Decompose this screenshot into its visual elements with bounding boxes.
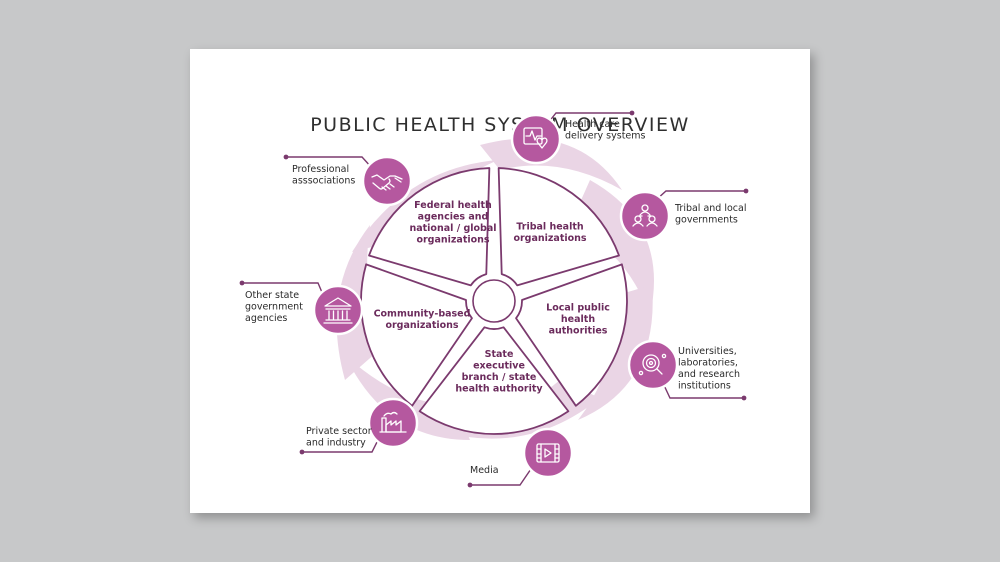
sector-label: Local public: [546, 303, 610, 314]
sector-tribal: [497, 167, 620, 287]
sector-label: branch / state: [462, 372, 537, 383]
stakeholder-label: Universities,: [678, 346, 737, 357]
sector-federal: [368, 167, 491, 287]
stakeholder-label: asssociations: [292, 176, 355, 187]
stakeholder-label: Health care: [565, 119, 620, 130]
sector-label: agencies and: [418, 211, 489, 222]
sector-label: organizations: [513, 233, 586, 244]
sector-label: health authority: [455, 383, 543, 394]
stakeholder-circle: [522, 427, 574, 479]
sector-local: [515, 263, 628, 407]
stakeholder-universities: Universities,laboratories,and researchin…: [627, 339, 740, 392]
sector-label: national / global: [409, 223, 496, 234]
stakeholder-label: Private sector: [306, 426, 372, 437]
connector-dot: [283, 154, 289, 160]
sector-label: executive: [473, 360, 525, 371]
magnifier-research-icon: [638, 353, 667, 376]
connector-dot: [239, 280, 245, 286]
connector-dot: [299, 449, 305, 455]
stakeholder-circle: [312, 284, 364, 336]
sector-label: organizations: [416, 234, 489, 245]
video-play-icon: [536, 443, 560, 463]
sector-label: organizations: [385, 320, 458, 331]
connector-dot: [467, 482, 473, 488]
stakeholder-label: government: [245, 302, 303, 313]
sector-label: Community-based: [374, 308, 471, 319]
connector-dot: [743, 188, 749, 194]
sector-label: health: [561, 314, 595, 325]
sector-state: [418, 326, 570, 435]
page-title: PUBLIC HEALTH SYSTEM OVERVIEW: [310, 114, 690, 136]
stakeholder-label: Professional: [292, 164, 349, 175]
factory-icon: [379, 411, 407, 433]
stakeholder-circle: [627, 339, 679, 391]
stakeholder-media: Media: [470, 427, 574, 479]
stakeholder-label: Other state: [245, 290, 299, 301]
stakeholder-label: and industry: [306, 438, 366, 449]
government-building-icon: [323, 297, 353, 324]
stakeholder-label: Tribal and local: [674, 203, 747, 214]
stakeholder-label: agencies: [245, 313, 287, 324]
stakeholder-label: delivery systems: [565, 131, 646, 142]
heart-monitor-icon: [523, 127, 548, 149]
stakeholder-label: institutions: [678, 381, 731, 392]
people-group-icon: [632, 204, 658, 227]
stakeholder-circle: [361, 155, 413, 207]
stakeholder-label: governments: [675, 215, 738, 226]
connector-dot: [741, 395, 747, 401]
stakeholder-label: and research: [678, 369, 740, 380]
stakeholder-label: Media: [470, 465, 499, 476]
stakeholder-label: laboratories,: [678, 358, 738, 369]
wheel-hub: [472, 279, 516, 323]
handshake-icon: [371, 174, 403, 191]
sector-label: Federal health: [414, 200, 492, 211]
sector-label: Tribal health: [516, 221, 584, 232]
sector-label: State: [485, 349, 514, 360]
connector-dot: [629, 110, 635, 116]
stakeholder-circle: [619, 190, 671, 242]
sector-label: authorities: [549, 326, 608, 337]
